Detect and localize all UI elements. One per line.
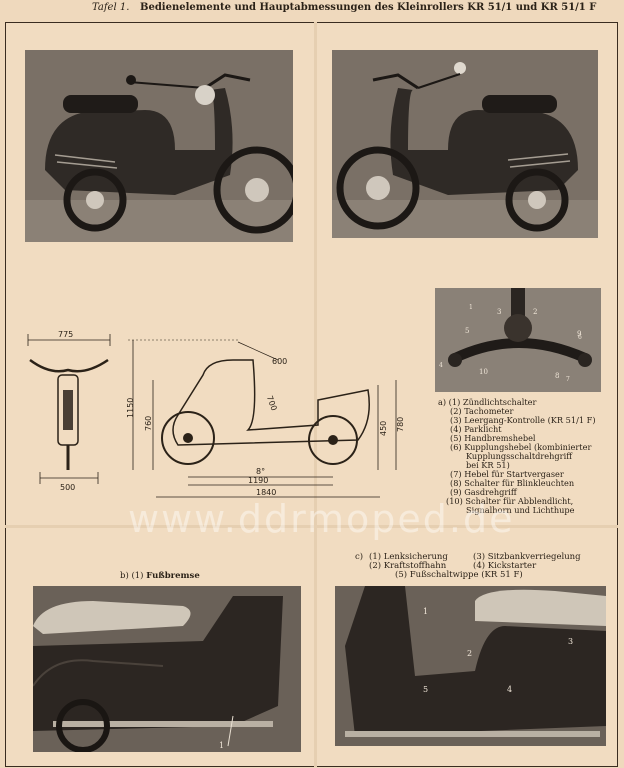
caption-c-item-4: (4) Kickstarter bbox=[473, 561, 537, 571]
fold-line-horizontal bbox=[5, 525, 618, 528]
legend-a: a) (1) Zündlichtschalter (2) Tachometer … bbox=[438, 397, 614, 523]
watermark: www.ddrmoped.de bbox=[128, 497, 515, 541]
callout-1: 1 bbox=[469, 304, 473, 311]
caption-b-text: Fußbremse bbox=[146, 571, 200, 581]
caption-c-label: c) bbox=[355, 552, 364, 562]
callout-c-3: 3 bbox=[568, 637, 573, 646]
callout-c-4: 4 bbox=[507, 685, 512, 694]
callout-c-1: 1 bbox=[423, 607, 428, 616]
legend-a-item: (6) Kupplungshebel (kombinierter bbox=[450, 442, 592, 452]
scooter-left-image bbox=[25, 50, 293, 242]
plate-title: Bedienelemente und Hauptabmessungen des … bbox=[140, 2, 597, 13]
callout-c-5: 5 bbox=[423, 685, 428, 694]
caption-b: b) (1) Fußbremse bbox=[120, 571, 200, 581]
photo-handlebar-controls: 5 3 2 9 10 8 bbox=[435, 288, 601, 392]
dim-height-rear-right: 780 bbox=[396, 417, 405, 432]
handlebar-image: 5 3 2 9 10 8 bbox=[435, 288, 601, 392]
right-side-controls-image: 1 2 3 4 5 bbox=[335, 586, 606, 746]
dim-width-handlebar: 775 bbox=[58, 330, 73, 339]
plate-header: Tafel 1. Bedienelemente und Hauptabmessu… bbox=[0, 0, 624, 18]
dim-angle: 8° bbox=[256, 467, 265, 476]
legend-a-item: Signalhorn und Lichthupe bbox=[466, 505, 575, 515]
legend-a-item: (5) Handbremshebel bbox=[450, 433, 536, 443]
legend-a-item: bei KR 51) bbox=[466, 460, 510, 470]
dim-height-total: 1150 bbox=[126, 398, 135, 418]
dim-handle-diag: 600 bbox=[272, 357, 287, 366]
callout-9: 9 bbox=[577, 330, 581, 338]
callout-10: 10 bbox=[479, 368, 488, 376]
caption-c-item-3: (3) Sitzbankverriegelung bbox=[473, 552, 581, 562]
callout-8: 8 bbox=[555, 372, 559, 380]
caption-c-item-5: (5) Fußschaltwippe (KR 51 F) bbox=[395, 570, 523, 580]
foot-brake-image: 1 bbox=[33, 586, 301, 752]
photo-foot-brake: 1 bbox=[33, 586, 301, 752]
legend-a-item: (10) Schalter für Abblendlicht, bbox=[446, 496, 574, 506]
callout-2: 2 bbox=[533, 308, 537, 316]
plate-label: Tafel 1. bbox=[92, 2, 130, 13]
legend-a-item: (7) Hebel für Startvergaser bbox=[450, 469, 564, 479]
callout-7: 7 bbox=[566, 376, 570, 383]
side-view-drawing: 1150 760 600 700 450 780 8° 1190 1840 bbox=[126, 339, 405, 498]
photo-right-side-controls: 1 2 3 4 5 bbox=[335, 586, 606, 746]
caption-b-label: b) (1) bbox=[120, 571, 144, 581]
legend-a-item: Kupplungsschaltdrehgriff bbox=[466, 451, 573, 461]
caption-c-item-1: (1) Lenksicherung bbox=[369, 552, 448, 562]
legend-a-item: (3) Leergang-Kontrolle (KR 51/1 F) bbox=[450, 415, 596, 425]
scooter-right-image bbox=[332, 50, 598, 238]
legend-a-item: (9) Gasdrehgriff bbox=[450, 487, 517, 497]
legend-a-item: (2) Tachometer bbox=[450, 406, 514, 416]
callout-b-1: 1 bbox=[219, 741, 224, 750]
legend-a-item: (4) Parklicht bbox=[450, 424, 502, 434]
callout-6: 6 bbox=[578, 334, 582, 341]
dim-height-seat: 760 bbox=[144, 416, 153, 431]
photo-scooter-right-side bbox=[332, 50, 598, 238]
dim-wheelbase: 1190 bbox=[248, 476, 268, 485]
front-view-drawing: 775 500 bbox=[27, 330, 111, 492]
dim-length: 1840 bbox=[256, 488, 276, 497]
legend-a-item: (8) Schalter für Blinkleuchten bbox=[450, 478, 575, 488]
callout-4: 4 bbox=[439, 362, 443, 369]
dim-seat-diag: 700 bbox=[265, 395, 279, 412]
callout-3: 3 bbox=[497, 308, 501, 316]
caption-c-item-2: (2) Kraftstoffhahn bbox=[369, 561, 447, 571]
fold-line bbox=[314, 22, 317, 767]
photo-scooter-left-side bbox=[25, 50, 293, 242]
callout-5: 5 bbox=[465, 327, 469, 335]
dim-width-base: 500 bbox=[60, 483, 75, 492]
legend-a-item: a) (1) Zündlichtschalter bbox=[438, 397, 537, 407]
caption-c: c) (1) Lenksicherung (2) Kraftstoffhahn … bbox=[355, 552, 615, 582]
dim-height-rear-left: 450 bbox=[379, 421, 388, 436]
callout-c-2: 2 bbox=[467, 649, 472, 658]
